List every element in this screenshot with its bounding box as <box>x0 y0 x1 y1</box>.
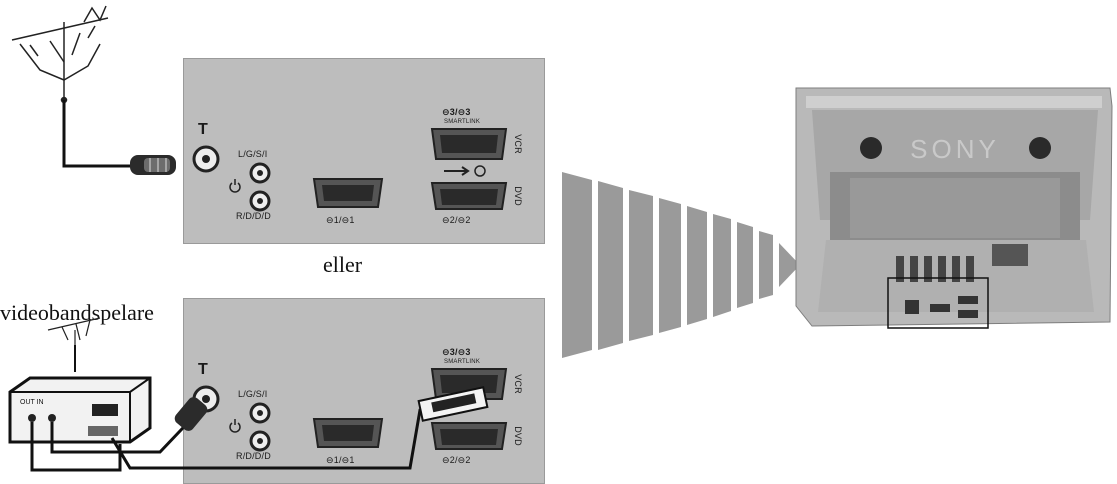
antenna-cable-top <box>62 100 140 168</box>
label-av-bottom-1: L/G/S/I <box>238 389 268 399</box>
label-av-top-2: R/D/D/D <box>236 211 271 221</box>
antenna-symbol-bottom: T <box>198 361 208 378</box>
zoom-funnel-arrow <box>562 172 800 358</box>
label-smartlink-top: SMARTLINK <box>444 119 481 125</box>
label-smartlink-bottom: SMARTLINK <box>444 359 481 365</box>
antenna-symbol-top: T <box>198 121 208 138</box>
connector-panel-top: T L/G/S/I R/D/D/D ⊖1/⊖1 ⊖3/⊖3 SMARTLINK … <box>183 58 545 244</box>
label-scart3-bottom: ⊖3/⊖3 <box>442 347 471 357</box>
label-scart3-top: ⊖3/⊖3 <box>442 107 471 117</box>
label-scart2-top: ⊖2/⊖2 <box>442 215 471 225</box>
label-dvd-top: DVD <box>512 186 523 206</box>
label-vcr-bottom: VCR <box>512 374 523 394</box>
coax-plug-top <box>130 155 176 175</box>
label-av-top-1: L/G/S/I <box>238 149 268 159</box>
label-scart2-bottom: ⊖2/⊖2 <box>442 455 471 465</box>
antenna-icon-top <box>11 5 109 104</box>
label-dvd-bottom: DVD <box>512 426 523 446</box>
label-vcr-top: VCR <box>512 134 523 154</box>
headphone-icon-top <box>229 179 241 193</box>
connector-panel-bottom: T L/G/S/I R/D/D/D ⊖1/⊖1 ⊖3/⊖3 SMARTLINK … <box>183 298 545 484</box>
sony-logo: SONY <box>910 134 1000 164</box>
panel-top-art <box>192 128 508 212</box>
label-scart1-bottom: ⊖1/⊖1 <box>326 455 355 465</box>
caption-vcr: videobandspelare <box>0 300 154 325</box>
arrow-icon-top <box>444 166 470 176</box>
caption-or: eller <box>323 252 363 277</box>
headphone-icon-bottom <box>229 419 241 433</box>
tv-rear-photo: SONY <box>795 87 1113 329</box>
label-av-bottom-2: R/D/D/D <box>236 451 271 461</box>
label-scart1-top: ⊖1/⊖1 <box>326 215 355 225</box>
